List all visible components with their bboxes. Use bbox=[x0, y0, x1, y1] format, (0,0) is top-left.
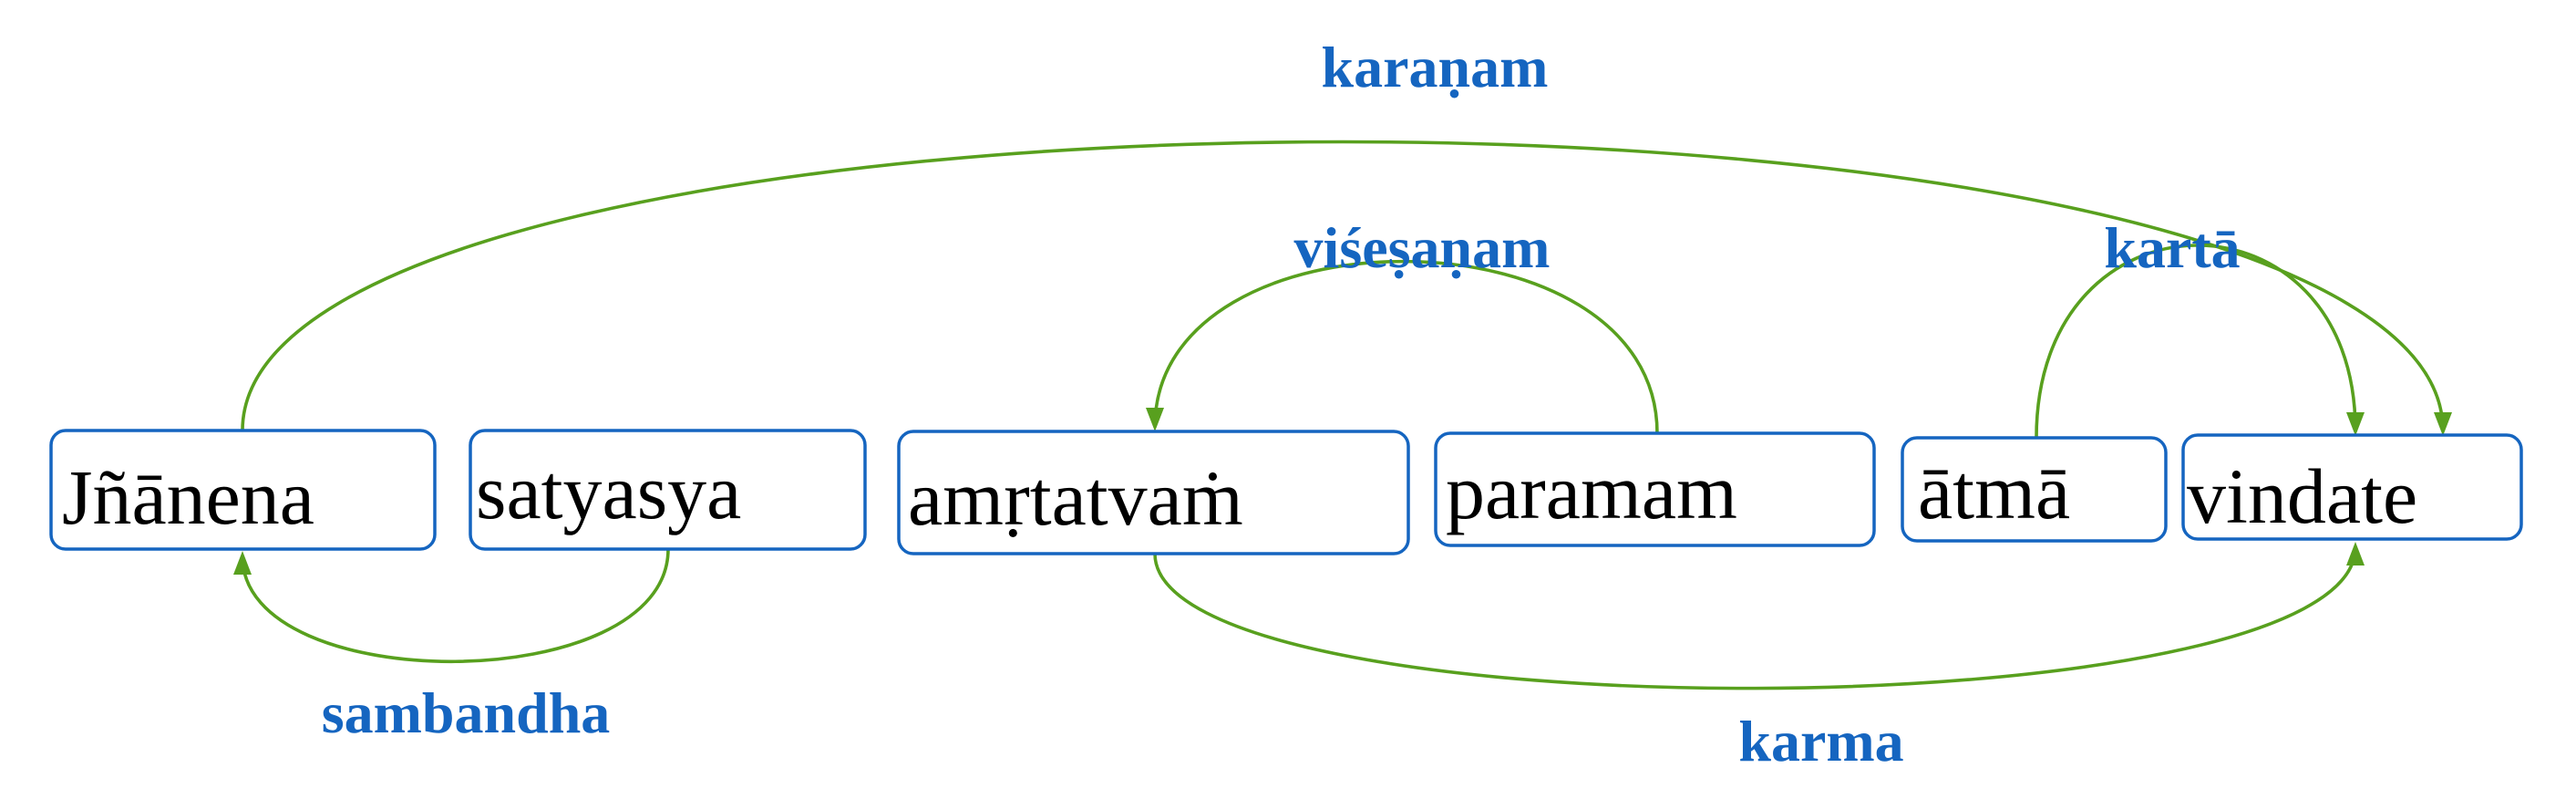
arrowhead-karma bbox=[2346, 542, 2365, 566]
label-visesanam: viśeṣaṇam bbox=[1294, 215, 1551, 280]
words: Jñānena satyasya amṛtatvaṁ paramam ātmā … bbox=[49, 429, 2523, 555]
word-node-paramam: paramam bbox=[1434, 431, 1876, 547]
word-satyasya: satyasya bbox=[476, 448, 741, 535]
word-node-amrtatvam: amṛtatvaṁ bbox=[897, 430, 1410, 555]
arc-karanam bbox=[241, 140, 2445, 431]
label-karanam: karaṇam bbox=[1322, 35, 1549, 99]
label-sambandha: sambandha bbox=[322, 680, 611, 745]
word-box-jnanena bbox=[49, 429, 437, 551]
word-amrtatvam: amṛtatvaṁ bbox=[908, 454, 1243, 542]
arrowhead-sambandha bbox=[233, 551, 252, 575]
arrowhead-karta bbox=[2346, 412, 2365, 436]
arc-karta bbox=[2035, 244, 2357, 439]
arrowhead-karanam bbox=[2434, 412, 2452, 436]
word-node-atma: ātmā bbox=[1901, 436, 2168, 543]
word-jnanena: Jñānena bbox=[62, 453, 314, 541]
arrowhead-visesanam bbox=[1146, 408, 1164, 431]
arc-visesanam bbox=[1153, 259, 1659, 434]
word-box-amrtatvam bbox=[897, 430, 1410, 555]
word-box-paramam bbox=[1434, 431, 1876, 547]
relation-labels: karaṇam viśeṣaṇam kartā sambandha karma bbox=[322, 35, 2241, 773]
word-node-jnanena: Jñānena bbox=[49, 429, 437, 551]
word-box-vindate bbox=[2181, 433, 2523, 541]
word-node-satyasya: satyasya bbox=[469, 429, 867, 551]
word-vindate: vindate bbox=[2187, 452, 2417, 540]
label-karma: karma bbox=[1738, 709, 1903, 773]
arc-karma bbox=[1153, 546, 2357, 690]
word-box-satyasya bbox=[469, 429, 867, 551]
word-node-vindate: vindate bbox=[2181, 433, 2523, 541]
label-karta: kartā bbox=[2104, 215, 2240, 280]
arcs bbox=[233, 140, 2452, 690]
word-atma: ātmā bbox=[1918, 448, 2070, 535]
word-box-atma bbox=[1901, 436, 2168, 543]
word-paramam: paramam bbox=[1446, 448, 1737, 535]
arc-sambandha bbox=[241, 548, 670, 664]
